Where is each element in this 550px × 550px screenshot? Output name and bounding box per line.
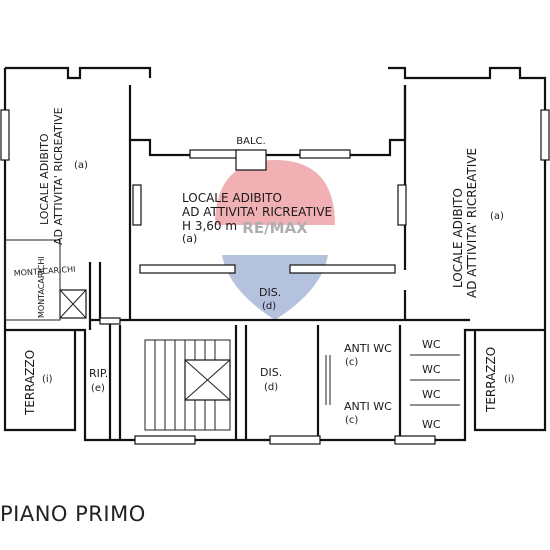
central-room-line-2: AD ATTIVITA' RICREATIVE [182, 205, 332, 219]
dis-upper-line-1: DIS. [259, 286, 281, 299]
anti-wc-2-line-1: ANTI WC [344, 400, 392, 413]
anti-wc-2-line-2: (c) [345, 415, 358, 426]
interior-walls [88, 85, 470, 440]
dis-lower-line-2: (d) [264, 382, 278, 393]
wc-label-2: WC [422, 363, 441, 376]
montacarichi-shaft [4, 239, 87, 321]
left-room-line-3: (a) [74, 160, 88, 171]
terrazzo-left-line-1: TERRAZZO [23, 350, 37, 416]
montacarichi-label-1: MONTACARICHI [14, 265, 76, 278]
wc-label-3: WC [422, 388, 441, 401]
balloon-red-band [215, 160, 335, 225]
wc-label-1: WC [422, 338, 441, 351]
montacarichi-label-2: MONTACARICHI [37, 256, 46, 318]
plan-title: PIANO PRIMO [0, 502, 146, 526]
dis-lower-line-1: DIS. [260, 366, 282, 379]
central-room-line-4: (a) [182, 232, 197, 245]
balcony-label: BALC. [236, 136, 265, 147]
anti-wc-1-line-1: ANTI WC [344, 342, 392, 355]
left-room-line-2: AD ATTIVITA' RICREATIVE [52, 107, 65, 245]
rip-line-1: RIP. [89, 367, 108, 380]
room-labels: BALC. LOCALE ADIBITO AD ATTIVITA' RICREA… [14, 107, 515, 431]
rip-line-2: (e) [91, 383, 105, 394]
central-room-line-1: LOCALE ADIBITO [182, 191, 282, 205]
remax-watermark-text: RE/MAX [242, 219, 308, 237]
wc-label-4: WC [422, 418, 441, 431]
staircase [144, 339, 231, 431]
terrazzo-right-line-1: TERRAZZO [484, 347, 498, 413]
anti-wc-1-line-2: (c) [345, 357, 358, 368]
right-room-line-3: (a) [490, 211, 504, 222]
right-room-line-1: LOCALE ADIBITO [451, 188, 465, 288]
terrazzo-left-line-2: (i) [42, 374, 53, 385]
terrazzo-right-line-2: (i) [504, 374, 515, 385]
dis-upper-line-2: (d) [262, 301, 276, 312]
left-room-line-1: LOCALE ADIBITO [38, 133, 51, 225]
central-room-line-3: H 3,60 m [182, 219, 237, 233]
windows [0, 109, 550, 445]
right-room-line-2: AD ATTIVITA' RICREATIVE [465, 148, 479, 298]
